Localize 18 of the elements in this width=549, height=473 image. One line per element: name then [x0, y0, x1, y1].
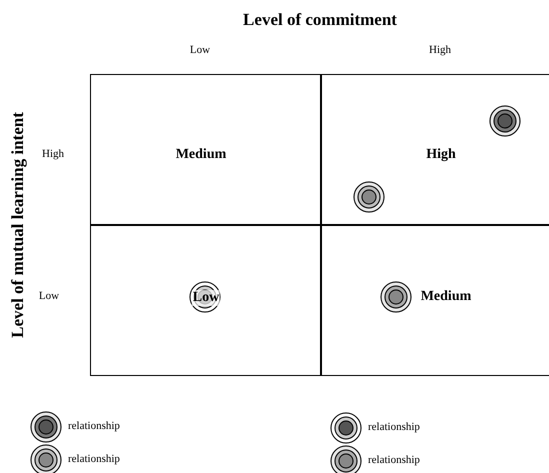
legend-label: relationship	[368, 454, 420, 466]
axis-tick-label: Low	[190, 44, 210, 56]
quadrant-cell	[90, 74, 322, 226]
legend-label: relationship	[368, 421, 420, 433]
axis-tick-label: High	[429, 44, 451, 56]
legend-label: relationship	[68, 420, 120, 432]
axis-tick-label: Low	[38, 290, 60, 302]
quadrant-rating: Medium	[420, 289, 472, 305]
legend-label: relationship	[68, 453, 120, 465]
quadrant-cell	[320, 224, 549, 376]
quadrant-rating: High	[426, 147, 456, 163]
axis-title: Level of mutual learning intent	[8, 112, 28, 338]
axis-title: Level of commitment	[243, 10, 397, 30]
quadrant-cell	[90, 224, 322, 376]
quadrant-rating: Low	[192, 290, 220, 306]
quadrant-cell	[320, 74, 549, 226]
quadrant-rating: Medium	[176, 147, 226, 163]
axis-tick-label: High	[42, 148, 64, 160]
